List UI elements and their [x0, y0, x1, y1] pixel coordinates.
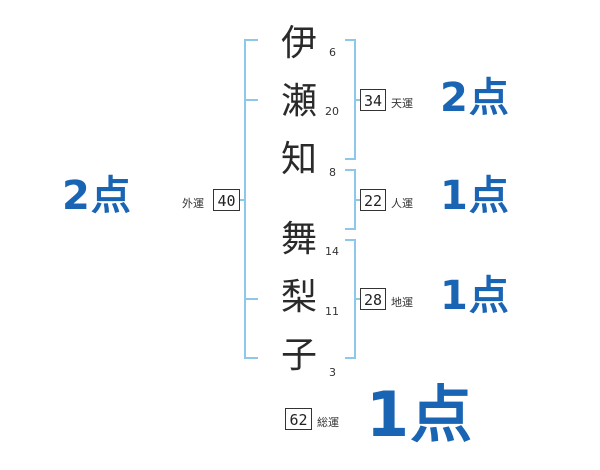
tenkaku-label: 天運: [391, 97, 413, 110]
stroke-count-3: 8: [329, 166, 336, 179]
soukaku-value-box: 62: [285, 408, 312, 430]
name-char-2: 瀬: [280, 81, 317, 122]
left-bracket: [244, 39, 258, 359]
gaikaku-value-box: 40: [213, 189, 240, 211]
stroke-count-4: 14: [325, 245, 339, 258]
gaikaku-label: 外運: [182, 197, 204, 210]
name-char-1: 伊: [280, 23, 317, 64]
name-char-6: 子: [280, 335, 317, 376]
soukaku-label: 総運: [317, 416, 339, 429]
stroke-count-5: 11: [325, 305, 339, 318]
chikaku-value-box: 28: [360, 288, 386, 310]
chikaku-label: 地運: [391, 296, 413, 309]
name-char-3: 知: [280, 139, 317, 180]
stroke-count-6: 3: [329, 366, 336, 379]
stroke-count-1: 6: [329, 46, 336, 59]
tenkaku-value-box: 34: [360, 89, 386, 111]
stroke-count-2: 20: [325, 105, 339, 118]
tenkaku-score: 2点: [440, 75, 510, 121]
chikaku-score: 1点: [440, 273, 510, 319]
name-char-4: 舞: [280, 219, 317, 260]
name-char-5: 梨: [280, 277, 317, 318]
jinkaku-score: 1点: [440, 173, 510, 219]
gaikaku-score: 2点: [62, 173, 132, 219]
soukaku-score: 1点: [366, 378, 474, 451]
jinkaku-label: 人運: [391, 197, 413, 210]
jinkaku-value-box: 22: [360, 189, 386, 211]
